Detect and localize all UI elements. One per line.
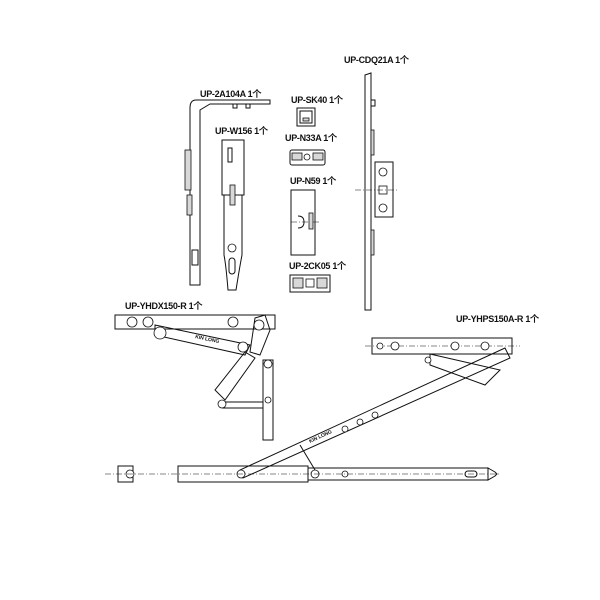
label-2ck05: UP-2CK05 1个 bbox=[289, 260, 347, 271]
part-sk40 bbox=[296, 107, 316, 127]
part-2a104a bbox=[184, 99, 271, 286]
brand-mark-1: KIN LONG bbox=[195, 334, 220, 345]
part-w156 bbox=[221, 139, 245, 291]
part-n59 bbox=[290, 189, 320, 256]
label-sk40: UP-SK40 1个 bbox=[291, 94, 344, 105]
label-2a104a: UP-2A104A 1个 bbox=[200, 88, 262, 99]
part-yhps150ar: KIN LONG bbox=[105, 337, 520, 483]
part-yhdx150r: KIN LONG bbox=[114, 314, 276, 441]
label-n33a: UP-N33A 1个 bbox=[285, 132, 338, 143]
label-w156: UP-W156 1个 bbox=[215, 125, 269, 136]
label-cdq21a: UP-CDQ21A 1个 bbox=[344, 54, 410, 65]
label-n59: UP-N59 1个 bbox=[290, 175, 337, 186]
part-2ck05 bbox=[289, 274, 331, 293]
brand-mark-2: KIN LONG bbox=[308, 429, 333, 445]
label-yhdx150r: UP-YHDX150-R 1个 bbox=[125, 300, 203, 311]
label-yhps150ar: UP-YHPS150A-R 1个 bbox=[456, 313, 540, 324]
part-cdq21a bbox=[355, 72, 398, 311]
part-n33a bbox=[289, 149, 326, 166]
